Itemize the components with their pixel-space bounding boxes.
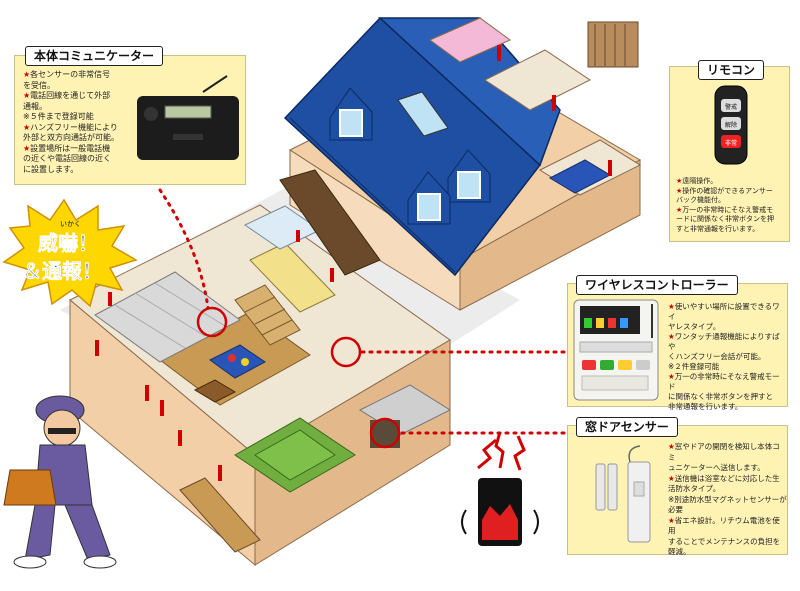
feature-item: の近くや電話回線の近く bbox=[23, 154, 111, 163]
panel-title: リモコン bbox=[698, 60, 765, 80]
feature-item: ★設置場所は一般電話機 bbox=[23, 143, 111, 153]
feature-item: すと非常通報を行います。 bbox=[676, 224, 760, 233]
remote-panel: リモコン 警戒 解除 非常 ★遠隔操作。 ★操作の確認ができるアンサー バック機… bbox=[669, 60, 790, 242]
feature-item: ★遠隔操作。 bbox=[676, 177, 718, 185]
feature-item: ★ワンタッチ通報機能によりすばや bbox=[668, 332, 780, 351]
feature-item: することでメンテナンスの負担を bbox=[668, 536, 781, 546]
feature-item: ★電話回線を通じて外部 bbox=[23, 91, 111, 100]
feature-item: ★操作の確認ができるアンサー bbox=[676, 186, 773, 195]
coffee-table bbox=[193, 379, 237, 403]
feature-item: ★使いやすい場所に設置できるワイ bbox=[668, 302, 780, 321]
sensor-marker bbox=[497, 45, 501, 61]
feature-item: ★送信機は浴室などに対応した生 bbox=[668, 473, 780, 483]
feature-item: ★省エネ設計。リチウム電池を使用 bbox=[668, 515, 780, 536]
stairs bbox=[234, 284, 301, 346]
upper-room-hall bbox=[484, 49, 591, 111]
feature-list: ★各センサーの非常信号 を受信。 ★電話回線を通じて外部 通報。 ※５件まで登録… bbox=[23, 70, 119, 175]
feature-item: 通報。 bbox=[23, 101, 47, 111]
panel-title: 窓ドアセンサー bbox=[576, 417, 678, 437]
callout-line2: ＆通報！ bbox=[22, 259, 102, 283]
wireless-controller-panel: ワイヤレスコントローラー ★使いやすい場所に設置できるワイ ヤレスタイプ。 ★ワ… bbox=[567, 275, 788, 411]
callout-ruby: いかく bbox=[60, 220, 81, 228]
communicator-device-image bbox=[137, 75, 239, 160]
feature-item: 非常通報を行います。 bbox=[668, 402, 743, 411]
remote-button-emergency: 非常 bbox=[725, 139, 737, 147]
feature-item: ★万一の非常時にそなえ警戒モ bbox=[676, 205, 774, 214]
panel-title: ワイヤレスコントローラー bbox=[576, 275, 738, 295]
feature-item: に設置します。 bbox=[23, 164, 79, 174]
remote-device-image: 警戒 解除 非常 bbox=[714, 85, 748, 165]
sensor-marker bbox=[296, 230, 300, 242]
fence bbox=[279, 169, 381, 276]
feature-item: を受信。 bbox=[23, 80, 55, 90]
communicator-panel: 本体コミュニケーター ★各センサーの非常信号 を受信。 ★電話回線を通じて外部 … bbox=[14, 46, 246, 185]
panel-title: 本体コミュニケーター bbox=[25, 46, 164, 66]
sensor-marker bbox=[178, 430, 182, 446]
feature-item: 外部と双方向通話が可能。 bbox=[23, 133, 119, 142]
feature-item: ードに関係なく非常ボタンを押 bbox=[676, 215, 774, 223]
remote-button-arm: 警戒 bbox=[725, 103, 737, 111]
feature-item: に関係なく非常ボタンを押すと bbox=[668, 392, 773, 401]
sensor-marker bbox=[330, 268, 334, 282]
highlight-circle-communicator bbox=[196, 306, 228, 338]
feature-item: 軽減。 bbox=[668, 547, 691, 556]
feature-item: ★万一の非常時にそなえ警戒モード bbox=[668, 372, 780, 391]
highlight-circle-controller bbox=[330, 336, 362, 368]
alert-burst: いかく 威嚇！ ＆通報！ bbox=[2, 198, 138, 308]
feature-item: ★ハンズフリー機能により bbox=[23, 122, 118, 132]
deck bbox=[179, 477, 261, 553]
hallway bbox=[249, 242, 336, 313]
feature-item: 必要 bbox=[668, 505, 683, 514]
sensor-marker bbox=[552, 95, 556, 111]
balcony-rail bbox=[587, 21, 639, 68]
feature-item: ※２件登録可能 bbox=[668, 362, 720, 371]
roof-right bbox=[378, 17, 561, 167]
window-door-sensor-panel: 窓ドアセンサー ★窓やドアの開閉を検知し本体コミ ュニケーターへ送信します。 ★… bbox=[567, 417, 788, 558]
feature-item: 活防水タイプ。 bbox=[668, 484, 721, 493]
remote-button-disarm: 解除 bbox=[725, 121, 737, 129]
burglar-figure bbox=[3, 395, 117, 569]
callout-line1: 威嚇！ bbox=[38, 231, 98, 255]
feature-list: ★遠隔操作。 ★操作の確認ができるアンサー バック機能付。 ★万一の非常時にそな… bbox=[676, 177, 774, 234]
feature-item: ★窓やドアの開閉を検知し本体コミ bbox=[668, 442, 780, 462]
sensor-device-image bbox=[595, 445, 651, 543]
siren-icon bbox=[461, 431, 539, 546]
feature-item: バック機能付。 bbox=[676, 196, 725, 204]
sensor-marker bbox=[95, 340, 99, 356]
feature-item: ュニケーターへ送信します。 bbox=[668, 463, 765, 472]
sensor-marker bbox=[108, 292, 112, 306]
skylight bbox=[397, 91, 449, 137]
feature-item: ※５件まで登録可能 bbox=[23, 112, 94, 121]
leader-line bbox=[158, 188, 210, 310]
feature-item: ★各センサーの非常信号 bbox=[23, 70, 111, 79]
wireless-controller-image bbox=[573, 299, 659, 401]
sensor-marker bbox=[145, 385, 149, 401]
upper-room-pink bbox=[429, 17, 511, 63]
sofa bbox=[209, 344, 266, 379]
sensor-marker bbox=[218, 465, 222, 481]
kitchen-floor bbox=[94, 271, 241, 363]
feature-item: ※別途防水型マグネットセンサーが bbox=[668, 494, 787, 504]
feature-list: ★使いやすい場所に設置できるワイ ヤレスタイプ。 ★ワンタッチ通報機能によりすば… bbox=[668, 302, 787, 412]
feature-list: ★窓やドアの開閉を検知し本体コミ ュニケーターへ送信します。 ★送信機は浴室など… bbox=[668, 442, 787, 558]
feature-item: くハンズフリー会話が可能。 bbox=[668, 352, 766, 361]
sensor-marker bbox=[608, 160, 612, 176]
feature-item: ヤレスタイプ。 bbox=[668, 322, 721, 331]
highlight-circle-sensor bbox=[369, 417, 401, 449]
sensor-marker bbox=[160, 400, 164, 416]
